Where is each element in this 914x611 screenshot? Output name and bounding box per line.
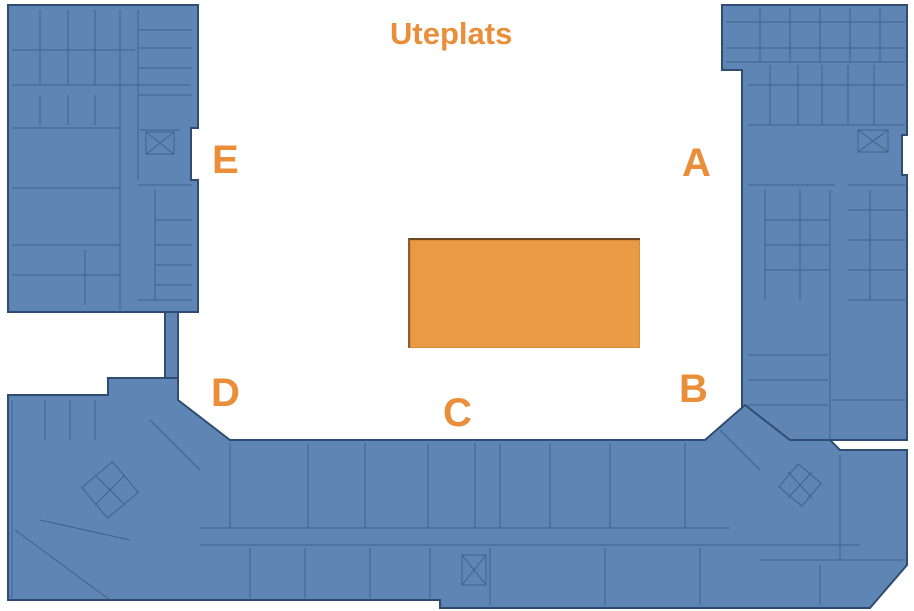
courtyard-marker	[408, 238, 640, 348]
uteplats-label: Uteplats	[390, 16, 513, 51]
building-block-a	[721, 4, 908, 482]
wing-d-label: D	[211, 371, 240, 415]
wing-c-label: C	[443, 391, 472, 435]
building-block-e	[7, 4, 199, 313]
connector-e-d	[164, 311, 179, 381]
wing-b-label: B	[679, 367, 708, 411]
wing-a-label: A	[682, 141, 711, 185]
outer-walls	[8, 599, 870, 609]
wing-e-label: E	[212, 138, 239, 182]
building-block-bottom	[7, 377, 908, 609]
